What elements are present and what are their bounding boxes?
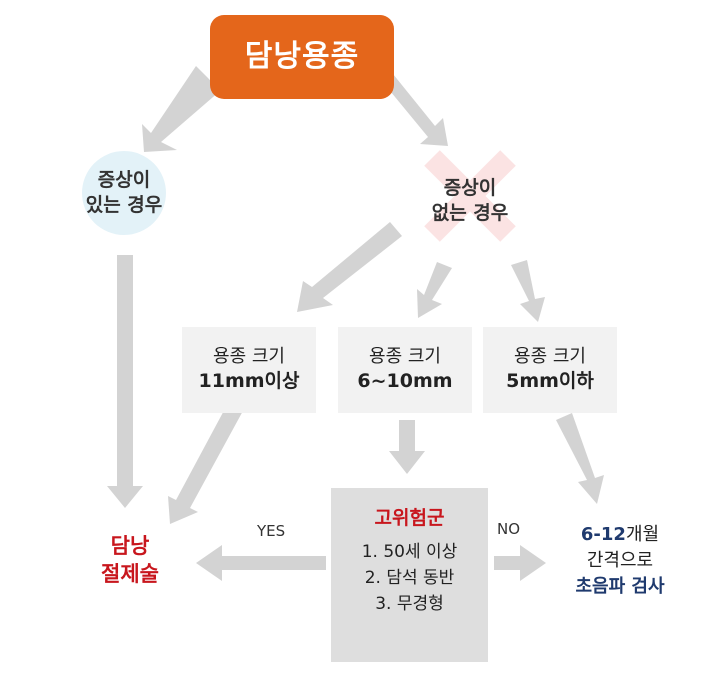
- ultrasound-line3: 초음파 검사: [575, 576, 665, 597]
- arrow-5mm-to-ultrasound: [556, 413, 604, 504]
- root-node-gallbladder-polyp: 담낭용종: [210, 15, 394, 99]
- size-5mm-line1: 용종 크기: [514, 346, 586, 367]
- symptomatic-marker: [82, 151, 166, 235]
- size-6-10mm-line1: 용종 크기: [369, 346, 441, 367]
- arrow-6-10mm-to-highrisk: [389, 420, 425, 474]
- size-11mm-line1: 용종 크기: [213, 346, 285, 367]
- arrow-highrisk-yes-to-surgery: [196, 545, 326, 581]
- high-risk-item-sessile: 3. 무경형: [375, 594, 444, 614]
- arrow-11mm-to-surgery: [168, 390, 250, 524]
- surgery-line2: 절제술: [101, 562, 159, 586]
- ultrasound-interval-unit: 개월: [625, 524, 660, 545]
- surgery-line1: 담낭: [110, 534, 150, 558]
- ultrasound-line1: 6-12개월: [550, 522, 690, 548]
- high-risk-item-gallstone: 2. 담석 동반: [364, 568, 455, 588]
- high-risk-item-age: 1. 50세 이상: [361, 542, 458, 562]
- asymptomatic-x-marker: [424, 150, 516, 242]
- high-risk-node: 고위험군 1. 50세 이상 2. 담석 동반 3. 무경형: [331, 488, 488, 662]
- symptomatic-node: 증상이 있는 경우: [74, 168, 174, 218]
- size-node-6-10mm: 용종 크기 6~10mm: [338, 327, 472, 413]
- asymptomatic-node: 증상이 없는 경우: [420, 176, 520, 226]
- size-5mm-line2: 5mm이하: [506, 370, 594, 392]
- edge-label-yes: YES: [257, 522, 286, 540]
- ultrasound-interval-number: 6-12: [580, 524, 626, 545]
- asymptomatic-line1: 증상이: [443, 177, 497, 199]
- size-node-11mm: 용종 크기 11mm이상: [182, 327, 316, 413]
- asymptomatic-line2: 없는 경우: [431, 202, 509, 224]
- result-cholecystectomy: 담낭 절제술: [70, 532, 190, 588]
- symptomatic-line2: 있는 경우: [85, 194, 163, 216]
- size-6-10mm-line2: 6~10mm: [357, 370, 453, 392]
- arrow-highrisk-no-to-ultrasound: [494, 545, 546, 581]
- high-risk-title: 고위험군: [374, 507, 445, 529]
- arrow-symptomatic-to-surgery: [107, 255, 143, 508]
- ultrasound-line2: 간격으로: [586, 550, 654, 571]
- edge-label-no: NO: [497, 520, 521, 538]
- arrow-root-to-symptomatic: [142, 66, 220, 152]
- arrow-asymptomatic-to-11mm: [297, 222, 402, 312]
- symptomatic-line1: 증상이: [97, 169, 151, 191]
- size-node-5mm: 용종 크기 5mm이하: [483, 327, 617, 413]
- size-11mm-line2: 11mm이상: [198, 370, 300, 392]
- arrow-asymptomatic-to-5mm: [511, 260, 545, 322]
- arrow-asymptomatic-to-6-10mm: [417, 262, 452, 318]
- arrow-root-to-asymptomatic: [386, 74, 448, 146]
- result-ultrasound-followup: 6-12개월 간격으로 초음파 검사: [550, 522, 690, 600]
